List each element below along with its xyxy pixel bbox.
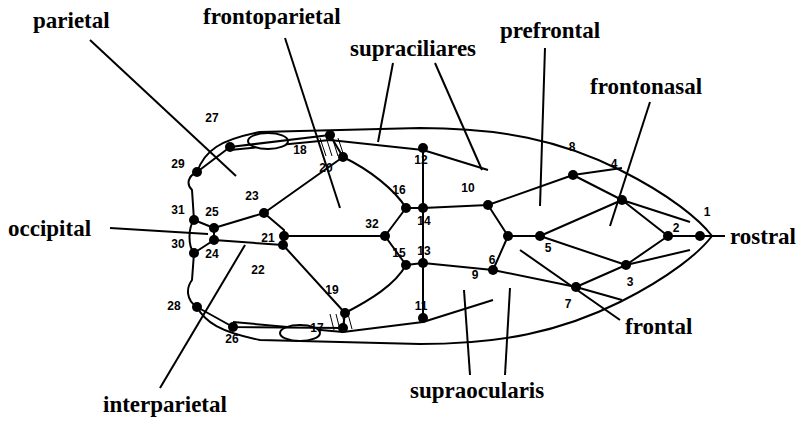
callout-number: 22: [251, 264, 264, 276]
callout-number: 16: [392, 184, 405, 196]
leader-line: [285, 38, 340, 208]
leader-line: [90, 40, 236, 176]
callout-number: 20: [319, 162, 332, 174]
scale-border: [423, 205, 508, 270]
leader-line: [505, 288, 510, 375]
callout-number: 3: [627, 276, 634, 288]
callout-number: 18: [293, 144, 306, 156]
callout-number: 21: [261, 232, 274, 244]
callout-number: 28: [167, 300, 180, 312]
callout-number: 4: [611, 158, 618, 170]
leader-line: [464, 290, 470, 375]
scale-name: supraciliares: [350, 36, 476, 61]
callout-number: 19: [325, 284, 338, 296]
leader-line: [610, 102, 650, 226]
callout-number: 25: [205, 206, 218, 218]
leader-line: [520, 250, 620, 320]
callout-number: 8: [569, 141, 576, 153]
callout-number: 13: [417, 245, 430, 257]
callout-number: 14: [417, 215, 430, 227]
hatching: [320, 137, 352, 330]
callout-number: 15: [392, 247, 405, 259]
callout-number: 11: [415, 300, 428, 312]
callout-number: 10: [461, 182, 474, 194]
callout-number: 32: [365, 218, 378, 230]
leader-line: [110, 228, 208, 234]
callout-number: 23: [245, 190, 258, 202]
scale-border: [214, 208, 423, 265]
callout-number: 24: [205, 248, 218, 260]
scale-border: [422, 148, 424, 318]
scale-name: rostral: [730, 224, 796, 249]
scale-name: prefrontal: [500, 18, 600, 43]
scale-name: supraocularis: [410, 378, 544, 403]
scale-name: interparietal: [103, 392, 227, 417]
scale-name: frontoparietal: [203, 4, 341, 29]
scale-name: parietal: [33, 8, 110, 33]
scale-name: occipital: [8, 216, 91, 241]
callout-number: 26: [225, 333, 238, 345]
callout-number: 6: [489, 254, 496, 266]
callout-number: 29: [171, 158, 184, 170]
leader-line: [378, 63, 393, 142]
callout-number: 30: [171, 238, 184, 250]
scale-border: [573, 168, 700, 300]
leader-line: [540, 48, 545, 206]
callout-number: 27: [205, 112, 218, 124]
callout-number: 17: [310, 322, 323, 334]
scale-border: [488, 175, 626, 287]
leader-line: [435, 63, 482, 170]
callout-number: 31: [171, 204, 184, 216]
scale-border: [343, 157, 406, 313]
scale-border: [194, 240, 345, 328]
scale-name: frontal: [625, 314, 692, 339]
callout-number: 1: [704, 206, 711, 218]
callout-number: 7: [565, 298, 572, 310]
callout-number: 9: [472, 269, 479, 281]
leader-line: [704, 235, 725, 237]
callout-number: 2: [673, 222, 680, 234]
callout-number: 5: [545, 242, 552, 254]
leader-line: [160, 245, 245, 388]
head-outline: [188, 128, 712, 344]
scale-name: frontonasal: [590, 74, 702, 99]
callout-number: 12: [414, 154, 427, 166]
